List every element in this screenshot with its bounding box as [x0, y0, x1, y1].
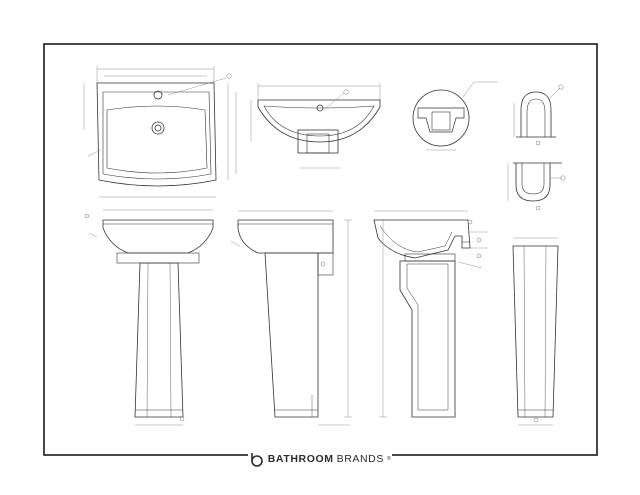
front-elevation-with-pedestal	[84, 209, 214, 426]
waste-outlet-detail	[412, 81, 498, 151]
overflow-detail-top	[513, 84, 564, 146]
side-elevation-with-pedestal	[230, 210, 352, 426]
brand-name-bold: BATHROOM	[267, 453, 334, 465]
brand-name-regular: BRANDS	[336, 453, 384, 465]
basin-section-view	[250, 83, 381, 169]
pedestal-only-elevation	[512, 237, 559, 426]
basin-plan-view	[83, 66, 237, 198]
cross-section-with-pedestal	[373, 210, 488, 418]
brand-mark-icon	[250, 453, 263, 467]
overflow-detail-bottom	[507, 162, 566, 211]
brand-frame-gap	[248, 449, 392, 461]
brand-trademark: ®	[386, 456, 392, 462]
